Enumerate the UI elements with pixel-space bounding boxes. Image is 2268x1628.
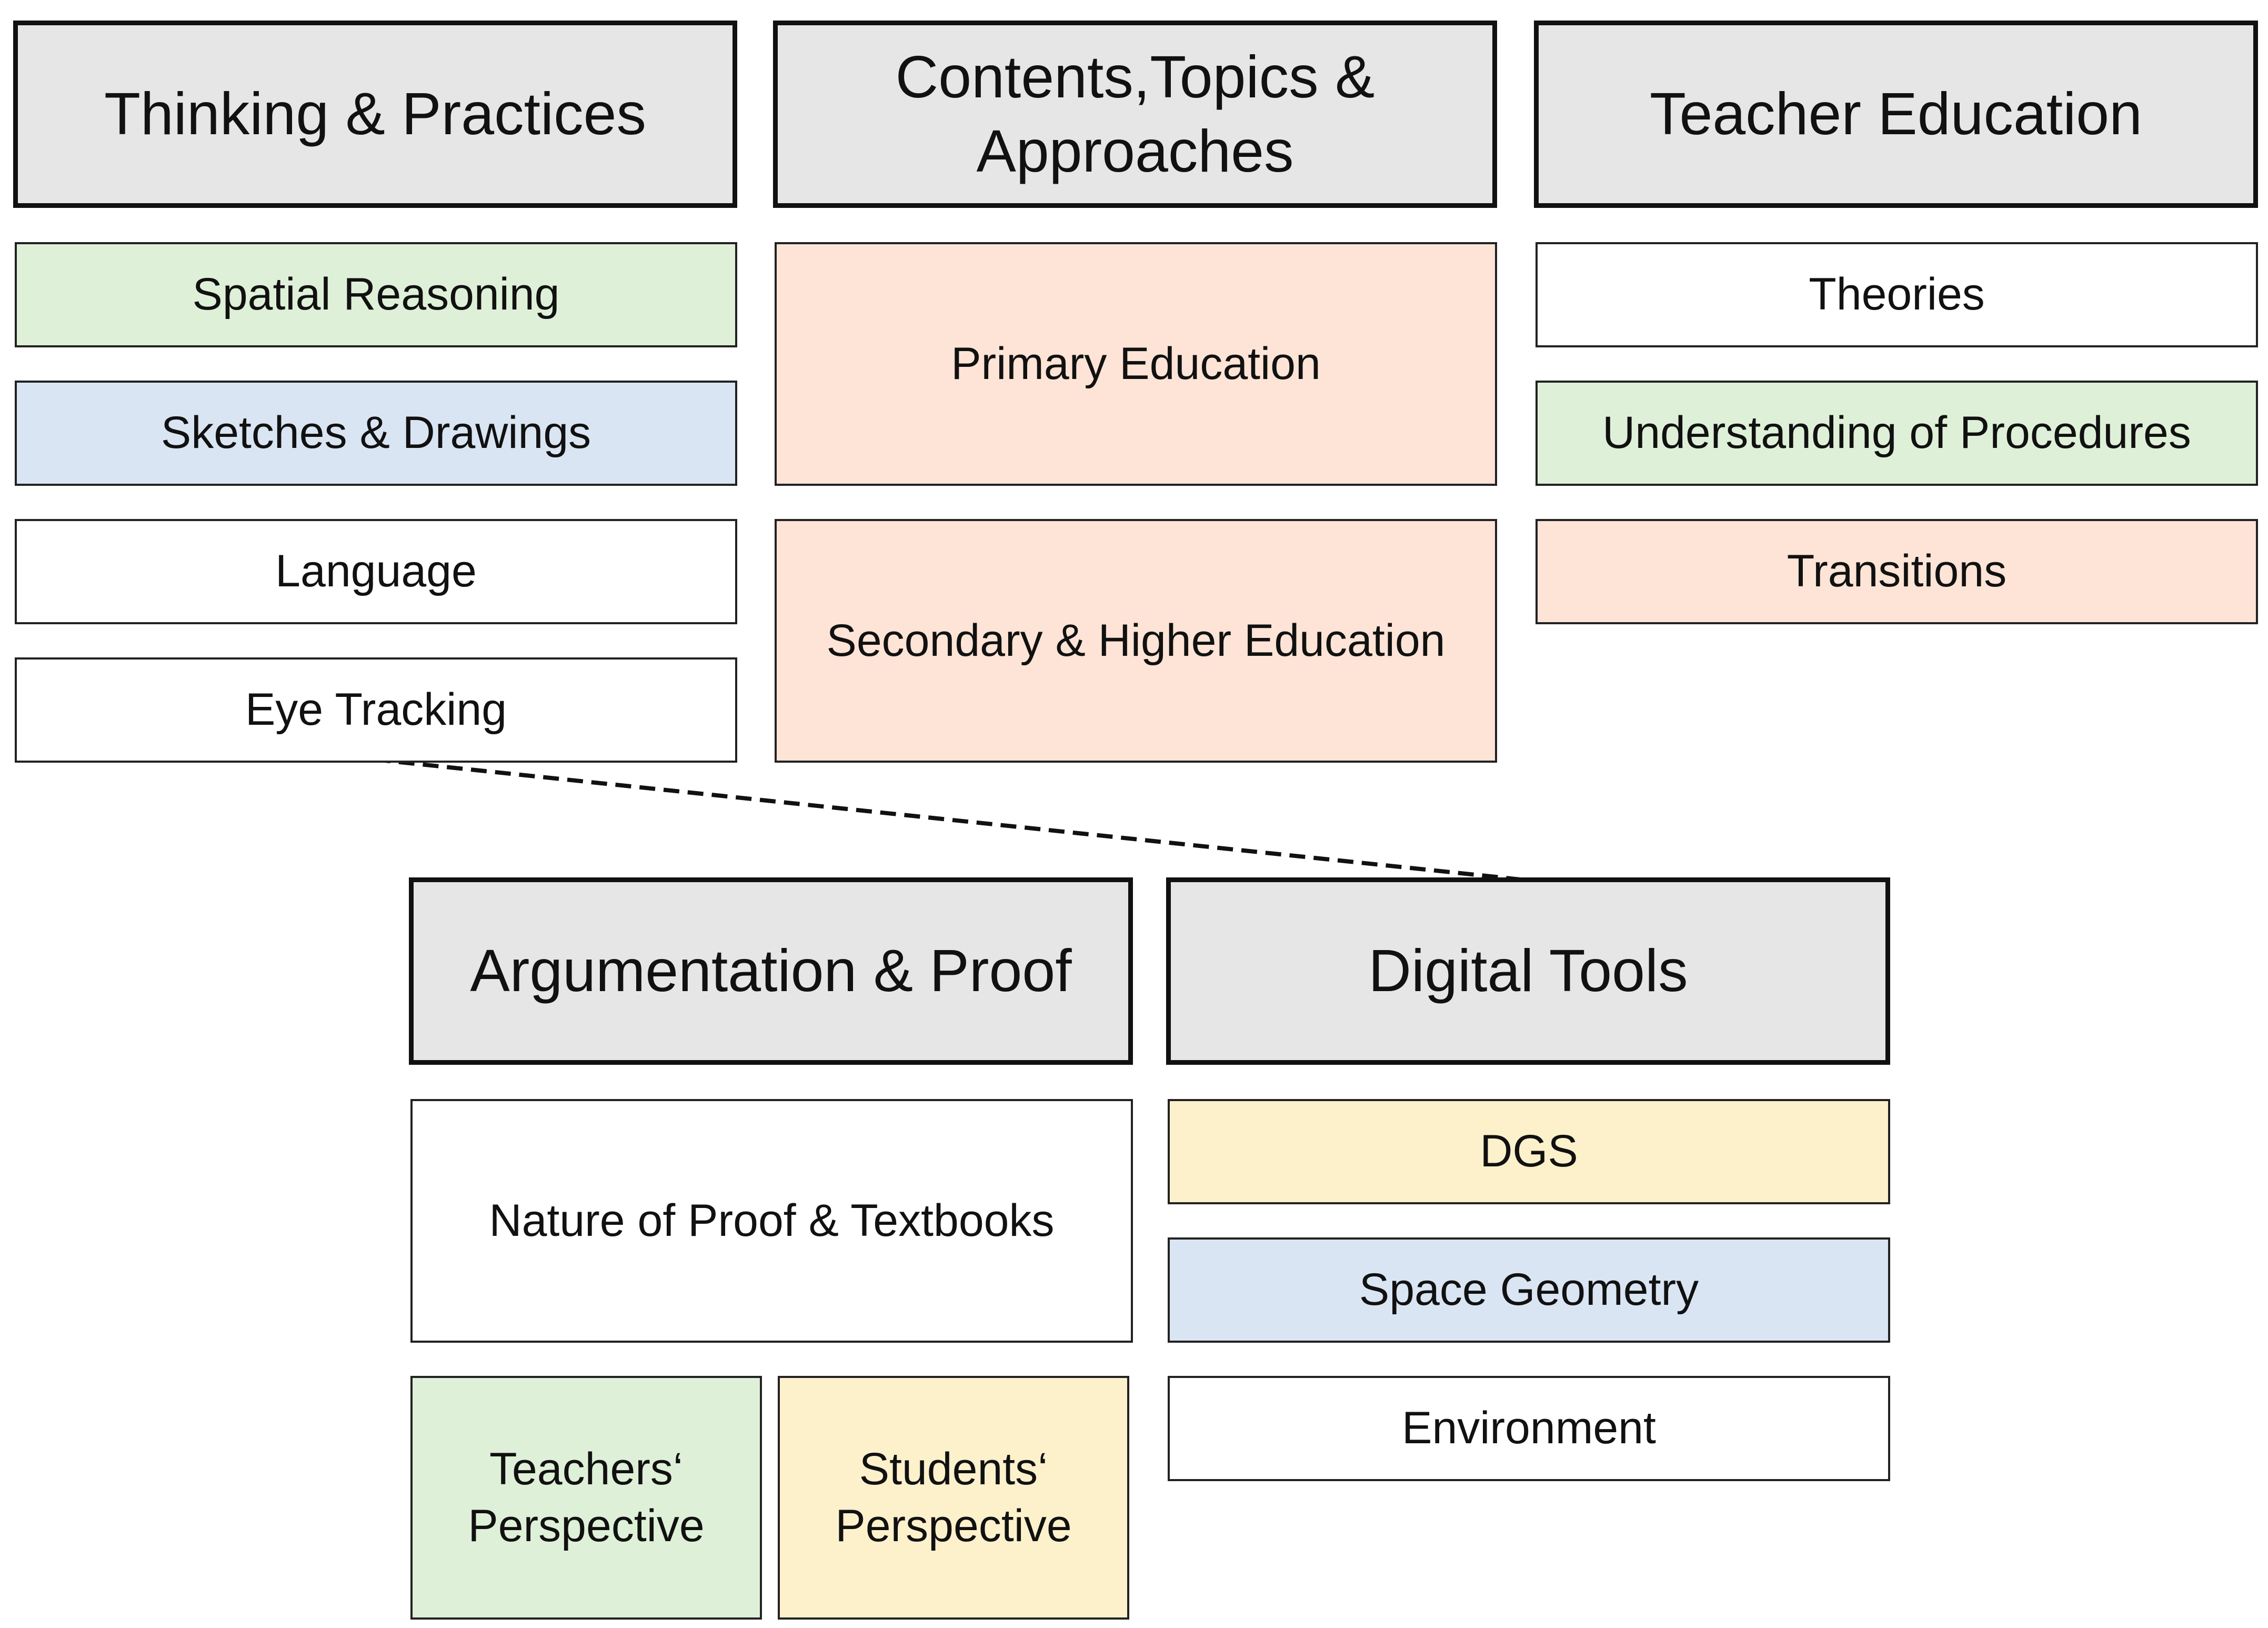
space-geometry-box: Space Geometry (1168, 1237, 1890, 1343)
secondary-higher-education-label: Secondary & Higher Education (826, 615, 1446, 666)
teachers-perspective-box: Teachers‘ Perspective (410, 1376, 762, 1620)
thinking-practices-title: Thinking & Practices (104, 81, 646, 147)
digital-tools-title: Digital Tools (1368, 937, 1688, 1004)
transitions-label: Transitions (1787, 546, 2007, 597)
primary-education-box: Primary Education (775, 242, 1497, 486)
spatial-reasoning-box: Spatial Reasoning (15, 242, 737, 347)
argumentation-proof-header: Argumentation & Proof (409, 877, 1133, 1065)
spatial-reasoning-label: Spatial Reasoning (192, 269, 560, 320)
thinking-practices-header: Thinking & Practices (13, 21, 737, 208)
teacher-education-title: Teacher Education (1649, 81, 2142, 147)
students-perspective-label: Students‘ Perspective (835, 1444, 1072, 1551)
primary-education-label: Primary Education (951, 338, 1321, 389)
secondary-higher-education-box: Secondary & Higher Education (775, 519, 1497, 763)
environment-label: Environment (1402, 1403, 1656, 1454)
space-geometry-label: Space Geometry (1359, 1264, 1699, 1315)
sketches-drawings-box: Sketches & Drawings (15, 381, 737, 486)
understanding-procedures-label: Understanding of Procedures (1602, 407, 2191, 458)
dgs-box: DGS (1168, 1099, 1890, 1204)
nature-of-proof-box: Nature of Proof & Textbooks (410, 1099, 1133, 1343)
understanding-procedures-box: Understanding of Procedures (1536, 381, 2258, 486)
contents-topics-title: Contents,Topics & Approaches (895, 43, 1375, 184)
contents-topics-header: Contents,Topics & Approaches (773, 21, 1497, 208)
sketches-drawings-label: Sketches & Drawings (160, 407, 591, 458)
eye-tracking-label: Eye Tracking (245, 684, 507, 735)
teacher-education-header: Teacher Education (1534, 21, 2258, 208)
theories-label: Theories (1809, 269, 1985, 320)
transitions-box: Transitions (1536, 519, 2258, 624)
environment-box: Environment (1168, 1376, 1890, 1481)
language-box: Language (15, 519, 737, 624)
dgs-label: DGS (1480, 1126, 1578, 1177)
theories-box: Theories (1536, 242, 2258, 347)
nature-of-proof-label: Nature of Proof & Textbooks (489, 1195, 1055, 1246)
language-label: Language (275, 546, 477, 597)
teachers-perspective-label: Teachers‘ Perspective (468, 1444, 705, 1551)
argumentation-proof-title: Argumentation & Proof (470, 937, 1072, 1004)
digital-tools-header: Digital Tools (1166, 877, 1890, 1065)
students-perspective-box: Students‘ Perspective (778, 1376, 1129, 1620)
eye-tracking-box: Eye Tracking (15, 657, 737, 763)
